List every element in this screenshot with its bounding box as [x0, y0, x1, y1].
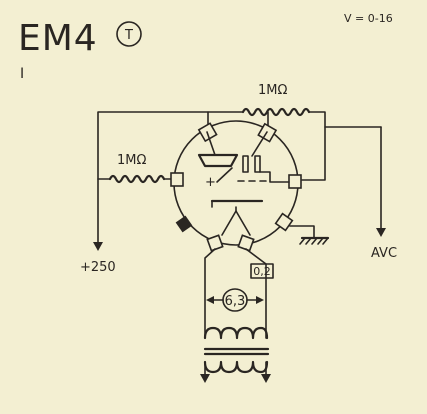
grid-bar-right [254, 155, 261, 173]
pin-left [170, 172, 184, 187]
avc-terminal: AVC [371, 126, 397, 261]
plus-mark: + [205, 175, 216, 190]
pin-lower-right [274, 212, 294, 232]
avc-arrow-icon [376, 228, 386, 237]
fluorescent-target [197, 153, 239, 168]
supply-terminal: +250 [80, 242, 116, 275]
heater-supply: 0,2 6,3 [200, 248, 274, 383]
avc-label: AVC [371, 246, 397, 261]
output-arrow-right-icon [261, 374, 271, 383]
resistor-top [241, 107, 311, 117]
pin-bottom-left [206, 234, 224, 252]
grid-bar-left [242, 155, 249, 173]
right-pin-wire [301, 126, 326, 181]
pin-lower-left-filled [175, 215, 193, 233]
pin-bottom-right [237, 234, 255, 252]
pin-right [288, 174, 302, 189]
ground-connection [289, 225, 330, 245]
arrow-right-icon [256, 296, 264, 304]
heater-filament [221, 210, 251, 236]
output-arrow-left-icon [200, 374, 210, 383]
base-mark: I [20, 66, 24, 82]
resistor-left-label: 1MΩ [117, 153, 146, 168]
resistor-top-label: 1MΩ [258, 83, 287, 98]
top-resistor-branch: 1MΩ [97, 83, 382, 243]
transformer-primary-coil [203, 326, 269, 340]
internal-electrodes: + [197, 131, 290, 236]
supply-label: +250 [80, 260, 116, 275]
badge-circle [116, 21, 142, 47]
tube-type-name: EM4 [18, 18, 98, 59]
supply-arrow-icon [93, 242, 103, 251]
heater-current-box [250, 263, 274, 279]
transformer-secondary-coil [203, 360, 269, 374]
heater-current-label: 0,2 [253, 265, 271, 278]
left-resistor-branch: 1MΩ [97, 153, 175, 184]
resistor-left [108, 174, 166, 184]
badge-letter: T [124, 28, 133, 43]
arrow-left-icon [206, 296, 214, 304]
voltage-note: V = 0-16 [344, 12, 393, 25]
heater-voltage-label: 6,3 [225, 294, 246, 309]
